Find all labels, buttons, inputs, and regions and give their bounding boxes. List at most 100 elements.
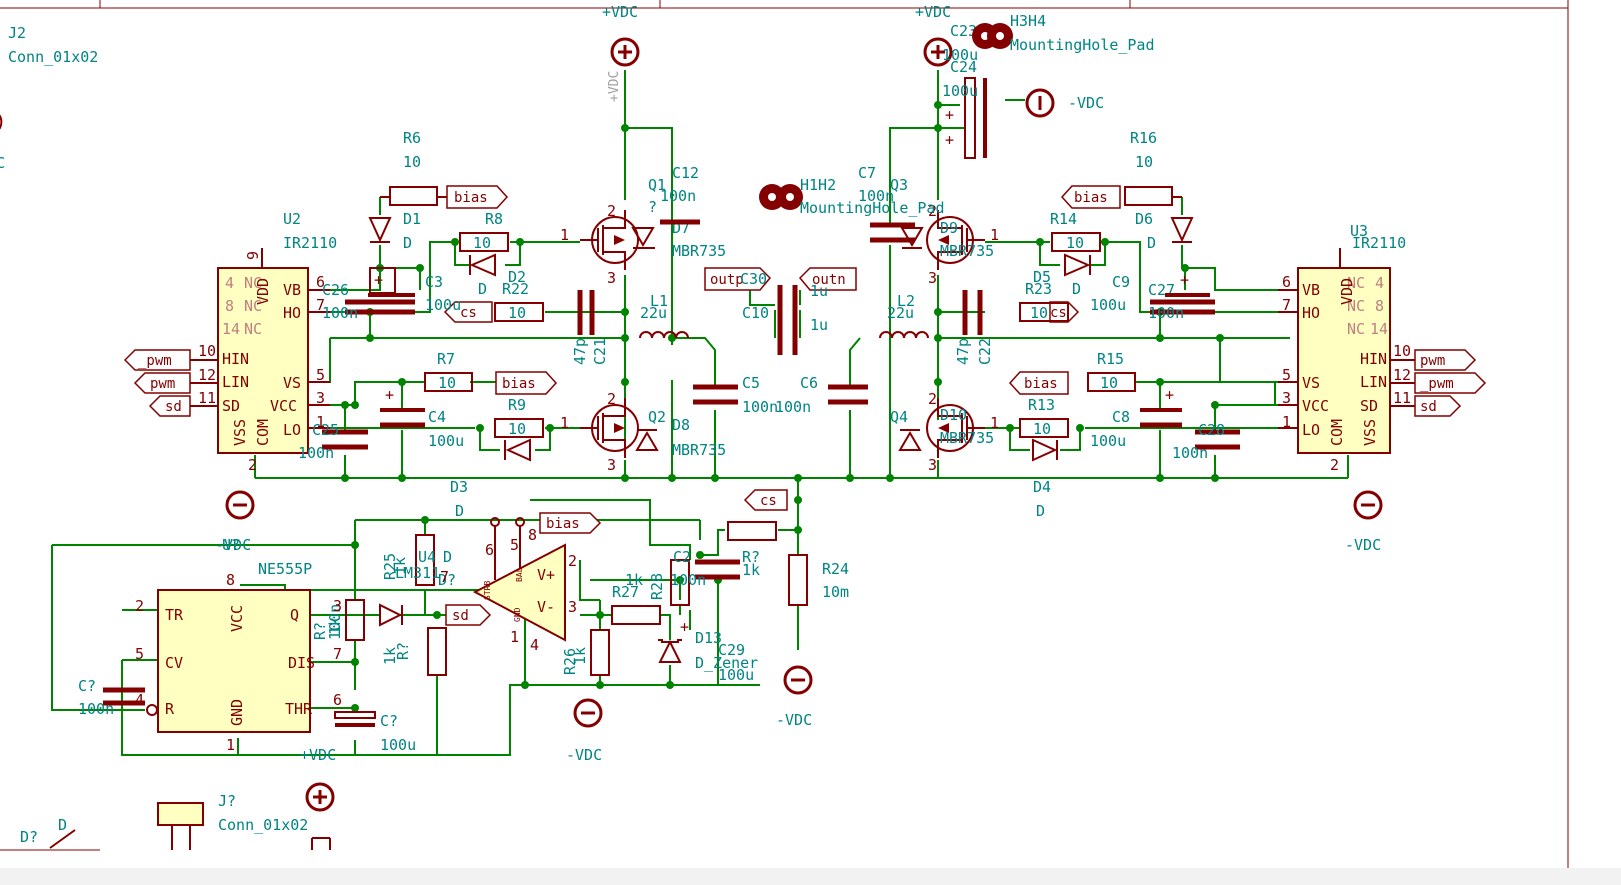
ic-u2[interactable]: U2 IR2110 4 8 14 NC NC NC HIN LIN SD 10 … — [190, 210, 337, 474]
mosfet-q4[interactable]: 2 3 1 Q4 — [890, 390, 999, 474]
resistor-r9[interactable]: 10 R9 — [494, 396, 544, 438]
svg-text:R9: R9 — [508, 396, 526, 414]
label-sd-555[interactable]: sd — [445, 604, 492, 626]
diode-d8[interactable]: D8 MBR735 — [635, 416, 726, 459]
diode-d7[interactable]: D7 MBR735 — [631, 219, 726, 260]
resistor-r27[interactable]: R27 1k — [611, 571, 661, 625]
label-cs-bus[interactable]: cs — [743, 489, 788, 511]
svg-text:4: 4 — [135, 691, 144, 709]
resistor-r8[interactable]: 10 R8 — [459, 210, 509, 252]
ic-u3[interactable]: U3 IR2110 VB HO VS VCC LO 6 7 5 3 1 NC N… — [1278, 222, 1415, 474]
mosfet-q1[interactable]: 2 3 1 Q1 ? — [560, 176, 666, 287]
diode-d4[interactable]: D4 D — [1032, 438, 1058, 520]
mounting-hole-h1h2[interactable]: H1H2 MountingHole_Pad — [759, 176, 945, 217]
wire-junction — [1006, 424, 1014, 432]
svg-text:D9: D9 — [940, 219, 958, 237]
label-outn[interactable]: outn — [798, 267, 857, 291]
diode-d2[interactable]: D2 D — [469, 253, 526, 298]
label-outp[interactable]: outp — [704, 267, 772, 291]
label-pwm-u2[interactable]: pwm — [133, 372, 191, 394]
resistor-r28[interactable]: R28 — [648, 559, 690, 606]
resistor-r13[interactable]: 10 R13 — [1019, 396, 1069, 438]
resistor-rq-comp[interactable]: R? 1k — [727, 521, 777, 579]
svg-text:100u: 100u — [718, 666, 754, 684]
diode-dq-corner[interactable]: D? D — [20, 816, 76, 849]
inductor-l1[interactable]: L1 22u — [639, 292, 689, 339]
capacitor-c30[interactable]: C30 1u — [740, 270, 828, 300]
label-cs-r22[interactable]: cs — [443, 301, 493, 323]
label-bias-r15[interactable]: bias — [1008, 371, 1069, 395]
capacitor-c26[interactable]: C26 100n — [322, 281, 415, 322]
capacitor-c10[interactable]: C10 1u — [742, 285, 828, 355]
diode-d6[interactable]: D6 D — [1135, 210, 1194, 252]
capacitor-c6[interactable]: C6 100n — [775, 374, 868, 416]
diode-d1[interactable]: D1 D — [368, 210, 421, 252]
label-bias-r7[interactable]: bias — [495, 371, 558, 395]
svg-text:100n: 100n — [775, 398, 811, 416]
capacitor-c7[interactable]: C7 100n — [858, 164, 915, 243]
label-cs-r23[interactable]: cs — [1049, 301, 1080, 323]
resistor-r24[interactable]: R24 10m — [788, 554, 849, 606]
label-bias-r6[interactable]: bias — [446, 185, 509, 209]
capacitor-c24[interactable]: C24 100u + — [942, 58, 978, 149]
capacitor-cq-thr[interactable]: C? 100u — [334, 711, 416, 754]
diode-d5[interactable]: D5 D — [1033, 253, 1091, 298]
capacitor-c4[interactable]: + C4 100u — [380, 386, 464, 450]
capacitor-c21[interactable]: 47p C21 — [571, 290, 609, 365]
label-npwm-u2[interactable]: _pwm — [123, 349, 191, 371]
diode-d9[interactable]: D9 MBR735 — [900, 219, 994, 260]
j2-partial-symbol — [0, 114, 3, 130]
resistor-r16[interactable]: R16 10 — [1124, 129, 1182, 206]
connector-jq[interactable]: J? Conn_01x02 — [157, 792, 331, 850]
resistor-rq-sd[interactable]: 1k R? — [381, 627, 447, 676]
capacitor-c22[interactable]: 47p C22 — [954, 290, 994, 365]
mosfet-q3[interactable]: 2 3 1 Q3 — [890, 176, 999, 287]
svg-text:11: 11 — [1393, 389, 1411, 407]
inductor-l2[interactable]: L2 22u — [879, 292, 929, 339]
label-bias-r16[interactable]: bias — [1060, 185, 1121, 209]
svg-text:VS: VS — [283, 374, 301, 392]
capacitor-cq-dis[interactable]: 100n — [326, 604, 344, 640]
capacitor-c27[interactable]: C27 100n — [1148, 281, 1215, 322]
capacitor-c23[interactable]: C23 100u + — [942, 22, 987, 159]
zener-d13[interactable]: D13 D_Zener — [658, 629, 758, 672]
capacitor-c9[interactable]: + C9 100u — [1090, 271, 1210, 314]
svg-text:R15: R15 — [1097, 350, 1124, 368]
resistor-r15[interactable]: 10 R15 — [1087, 350, 1136, 392]
capacitor-c12[interactable]: C12 100n — [660, 164, 700, 225]
capacitor-c3[interactable]: + C3 100u — [368, 267, 461, 314]
capacitor-c8[interactable]: + C8 100u — [1090, 386, 1182, 450]
label-sd-u2[interactable]: sd — [148, 395, 191, 417]
label-bias-comparator[interactable]: bias — [539, 512, 602, 534]
capacitor-c28[interactable]: C28 100n — [1172, 421, 1240, 462]
label-sd-u3[interactable]: sd — [1414, 395, 1462, 417]
resistor-r14[interactable]: 10 R14 — [1050, 210, 1101, 252]
resistor-r6[interactable]: R6 10 — [380, 129, 447, 206]
resistor-r22[interactable]: 10 R22 — [494, 280, 544, 322]
resistor-r25[interactable]: R25 1k — [381, 534, 435, 586]
resistor-rq-555[interactable]: R? 1k — [311, 599, 365, 641]
resistor-r23[interactable]: 10 R23 — [1019, 280, 1069, 322]
diode-d10[interactable]: D10 MBR735 — [898, 406, 994, 451]
svg-text:3: 3 — [316, 389, 325, 407]
capacitor-c5[interactable]: C5 100n — [693, 374, 778, 416]
label-pwm-u3[interactable]: pwm — [1414, 349, 1477, 371]
svg-text:bias: bias — [454, 190, 488, 206]
diode-d3[interactable]: D3 D — [450, 438, 531, 520]
label-npwm-u3[interactable]: _pwm — [1414, 372, 1487, 394]
capacitor-c2[interactable]: C2 100n — [670, 548, 740, 589]
ic-ne555[interactable]: U? NE555P TR CV R Q DIS THR VCC GND 2 5 … — [135, 536, 342, 754]
comparator-lm311[interactable]: V+ V- U4 LM311 2 3 7 1 4 5 6 8 STRB BAL … — [395, 517, 577, 654]
capacitor-c25[interactable]: C25 100n — [298, 421, 368, 462]
connector-j2[interactable]: J2 Conn_01x02 C — [0, 24, 98, 172]
diode-dq-555[interactable]: D? D — [379, 548, 456, 627]
wire-junction — [546, 424, 554, 432]
mosfet-q2[interactable]: 2 3 1 Q2 — [560, 390, 666, 474]
resistor-r7[interactable]: 10 R7 — [424, 350, 473, 392]
svg-text:14: 14 — [1370, 320, 1388, 338]
resistor-r26[interactable]: R26 1k — [561, 629, 610, 676]
capacitor-cq-r[interactable]: C? 100n — [78, 677, 145, 718]
mounting-hole-h3h4[interactable]: H3H4 MountingHole_Pad — [972, 12, 1155, 54]
capacitor-c29[interactable]: + C29 100u — [680, 618, 754, 684]
